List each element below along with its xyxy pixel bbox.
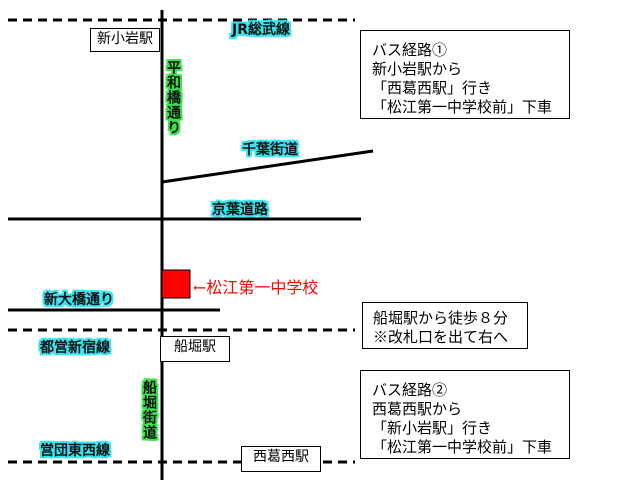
label-funabori-kaido: 船堀街道 [141, 380, 157, 440]
bus1-line-4: 「松江第一中学校前」下車 [372, 98, 553, 116]
label-eidan-tozai: 営団東西線 [40, 443, 110, 459]
bus-route-1-box: バス経路① 新小岩駅から 「西葛西駅」行き 「松江第一中学校前」下車 [360, 30, 570, 119]
bus1-line-3: 「西葛西駅」行き [372, 79, 493, 97]
bus2-line-3: 「新小岩駅」行き [372, 419, 493, 437]
school-marker [161, 269, 191, 299]
walk-line-2: ※改札口を出て右へ [373, 328, 509, 346]
label-shin-ohashi: 新大橋通り [44, 292, 114, 308]
label-heiwabashi: 平和橋通り [165, 60, 181, 135]
school-label: ←松江第一中学校 [193, 278, 319, 297]
station-shinkoiwa: 新小岩駅 [90, 28, 160, 52]
bus2-line-1: バス経路② [372, 381, 448, 399]
walk-route-box: 船堀駅から徒歩８分 ※改札口を出て右へ [362, 302, 528, 349]
label-jr-sobu: JR総武線 [232, 22, 290, 38]
walk-line-1: 船堀駅から徒歩８分 [373, 309, 509, 327]
bus2-line-2: 西葛西駅から [372, 400, 463, 418]
label-keiyo-doro: 京葉道路 [212, 202, 268, 218]
station-nishikasai: 西葛西駅 [241, 446, 321, 472]
bus2-line-4: 「松江第一中学校前」下車 [372, 438, 553, 456]
bus1-line-1: バス経路① [372, 41, 448, 59]
bus1-line-2: 新小岩駅から [372, 60, 463, 78]
label-toei-shinjuku: 都営新宿線 [40, 340, 110, 356]
station-funabori: 船堀駅 [160, 336, 230, 362]
chiba-kaido-road [161, 149, 374, 184]
label-chiba-kaido: 千葉街道 [242, 142, 298, 158]
bus-route-2-box: バス経路② 西葛西駅から 「新小岩駅」行き 「松江第一中学校前」下車 [360, 370, 570, 459]
